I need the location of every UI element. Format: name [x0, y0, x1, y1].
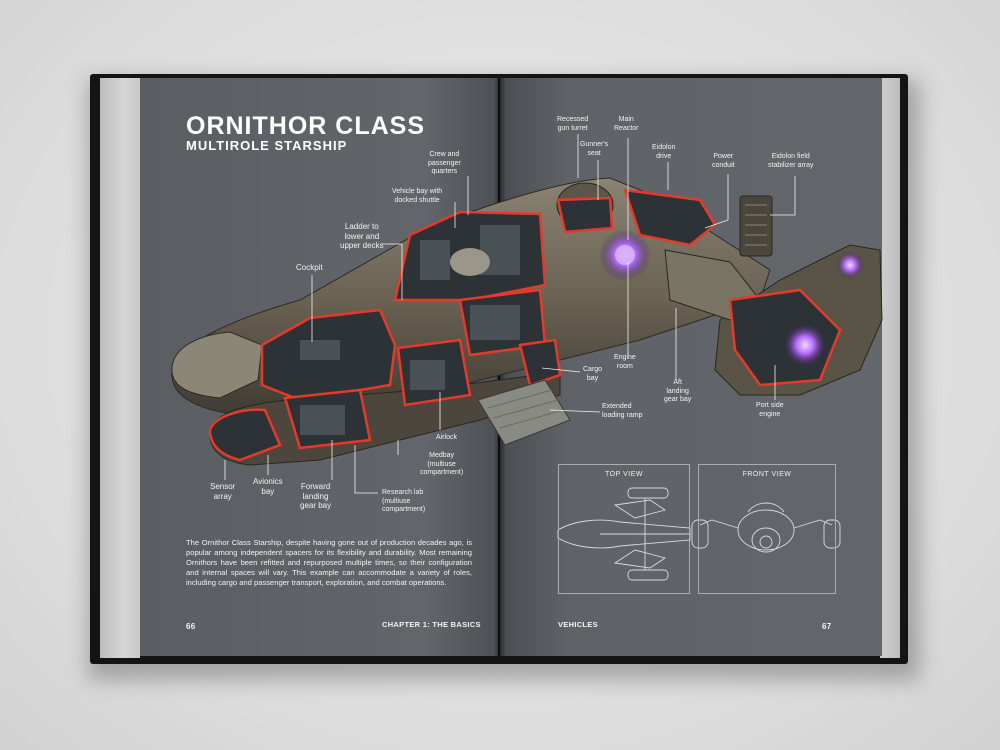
top-view-blueprint — [557, 487, 691, 581]
left-running-head: CHAPTER 1: THE BASICS — [382, 620, 481, 629]
front-view-panel: FRONT VIEW — [698, 464, 836, 594]
top-view-title: TOP VIEW — [605, 471, 643, 478]
left-page-edges — [100, 78, 140, 658]
right-page-number: 67 — [822, 622, 832, 631]
right-page-edges — [880, 78, 900, 658]
left-page-number: 66 — [186, 622, 196, 631]
callout-airlock: Airlock — [436, 434, 458, 441]
page-title: ORNITHOR CLASS — [186, 112, 425, 140]
loading-ramp — [477, 379, 571, 446]
front-view-title: FRONT VIEW — [742, 471, 792, 478]
callout-leader-lines — [224, 134, 796, 494]
interior-details — [300, 225, 520, 435]
ship-nose — [171, 331, 263, 399]
top-view-panel: TOP VIEW — [558, 464, 690, 594]
callout-cockpit: Cockpit — [296, 263, 323, 272]
description-paragraph: The Ornithor Class Starship, despite hav… — [186, 538, 472, 587]
stabilizer-fin — [739, 195, 773, 257]
engine-glow — [783, 323, 827, 367]
front-view-blueprint — [691, 502, 841, 553]
right-running-head: VEHICLES — [558, 620, 598, 629]
page-subtitle: MULTIROLE STARSHIP — [186, 138, 348, 153]
docked-shuttle — [450, 248, 490, 276]
